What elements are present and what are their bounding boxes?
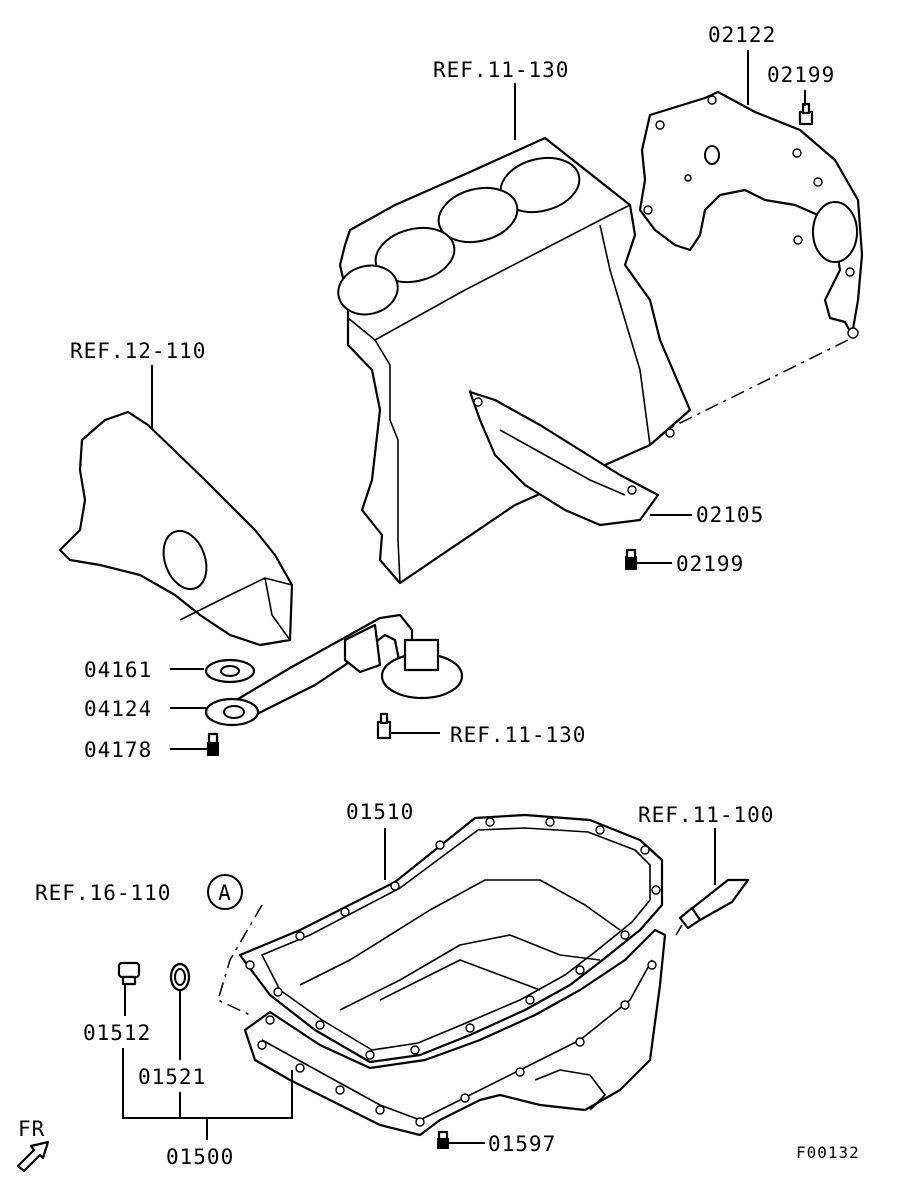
gasket-04161[interactable] [204,658,256,684]
bolt-04178[interactable] [207,732,219,756]
bolt-ref-11-130[interactable] [376,712,392,740]
part-04124-label: 04124 [84,697,152,721]
engine-block[interactable] [333,136,692,585]
callout-a-text: A [218,881,232,905]
figure-code: F00132 [796,1143,860,1162]
fr-label: FR [18,1117,45,1141]
leader-lines [122,50,806,1144]
alignment-line-a [217,904,263,1016]
bolt-02199-top[interactable] [798,102,814,126]
cover-02105[interactable] [468,390,660,527]
adapter-plate-02122[interactable] [638,90,864,339]
part-02105-label: 02105 [696,503,764,527]
oil-strainer-04124[interactable] [204,613,464,727]
lower-oil-pan-01500[interactable] [243,928,667,1137]
part-02122-label: 02122 [708,23,776,47]
front-arrow [16,1140,50,1173]
part-02199-top-label: 02199 [767,63,835,87]
part-01597-label: 01597 [488,1132,556,1156]
part-02199-mid-label: 02199 [676,552,744,576]
gasket-ring-01521[interactable] [169,962,191,992]
ref-12-110-label: REF.12-110 [70,339,206,363]
callout-circle-a: A [207,874,243,910]
sealant-tube[interactable] [675,878,750,936]
part-01500-label: 01500 [166,1145,234,1169]
part-04178-label: 04178 [84,738,152,762]
upper-oil-pan-01510[interactable] [238,813,664,1064]
bolt-01597[interactable] [437,1130,449,1149]
ref-11-130-mid-label: REF.11-130 [450,723,586,747]
part-01521-label: 01521 [138,1065,206,1089]
part-04161-label: 04161 [84,658,152,682]
part-01512-label: 01512 [83,1021,151,1045]
ref-11-100-label: REF.11-100 [638,803,774,827]
ref-11-130-top-label: REF.11-130 [433,58,569,82]
drain-plug-01512[interactable] [117,961,141,986]
part-01510-label: 01510 [346,800,414,824]
timing-case[interactable] [58,410,294,647]
alignment-line-plate [669,339,849,429]
bolt-02199-mid[interactable] [625,548,637,570]
ref-16-110-label: REF.16-110 [35,881,171,905]
